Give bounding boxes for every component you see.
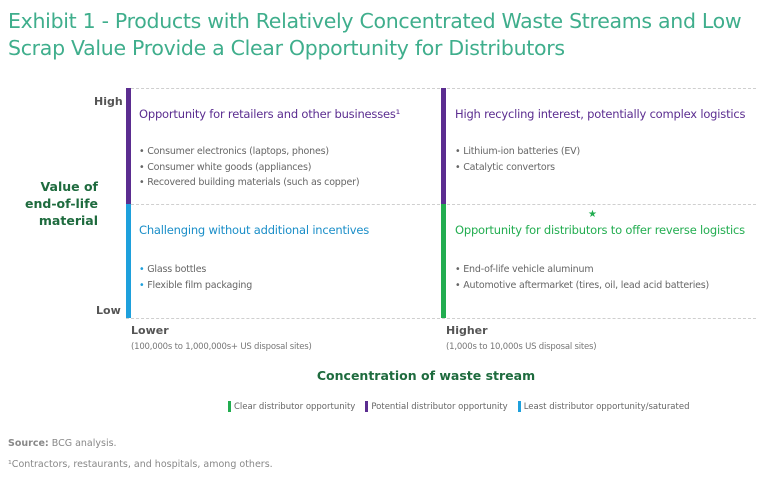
y-high-label: High bbox=[94, 95, 123, 108]
list-item: • Automotive aftermarket (tires, oil, le… bbox=[455, 279, 710, 291]
bar-bottom-left bbox=[126, 204, 131, 318]
legend-item-least: Least distributor opportunity/saturated bbox=[517, 401, 689, 412]
quadrant-list: • End-of-life vehicle aluminum • Automot… bbox=[455, 262, 709, 293]
legend-swatch bbox=[228, 401, 231, 412]
source-note: Source: BCG analysis. bbox=[8, 438, 117, 449]
legend-swatch bbox=[517, 401, 521, 412]
bar-bottom-right bbox=[441, 204, 446, 318]
x-lower-label: Lower bbox=[131, 324, 169, 337]
y-low-label: Low bbox=[96, 304, 121, 317]
list-item: • Glass bottles bbox=[139, 264, 207, 275]
bar-top-right bbox=[441, 88, 446, 204]
bar-top-left bbox=[126, 88, 131, 204]
gridline-bottom bbox=[126, 318, 756, 319]
quadrant-list: • Lithium-ion batteries (EV) • Catalytic… bbox=[455, 144, 580, 175]
legend: Clear distributor opportunity Potential … bbox=[228, 401, 689, 412]
quadrant-title: Opportunity for distributors to offer re… bbox=[455, 223, 745, 237]
y-axis-title: Value of end-of-life material bbox=[25, 179, 98, 228]
quadrant-title: High recycling interest, potentially com… bbox=[455, 107, 746, 121]
quadrant-list: • Glass bottles • Flexible film packagin… bbox=[139, 262, 252, 293]
list-item: • End-of-life vehicle aluminum bbox=[455, 264, 594, 275]
x-axis-title: Concentration of waste stream bbox=[316, 368, 536, 383]
x-lower-sub: (100,000s to 1,000,000s+ US disposal sit… bbox=[131, 342, 312, 352]
list-item: • Lithium-ion batteries (EV) bbox=[455, 146, 580, 157]
quadrant-title: Opportunity for retailers and other busi… bbox=[139, 107, 401, 121]
quadrant-list: • Consumer electronics (laptops, phones)… bbox=[139, 144, 360, 191]
legend-item-clear: Clear distributor opportunity bbox=[228, 401, 355, 412]
quadrant-title: Challenging without additional incentive… bbox=[139, 223, 370, 237]
list-item: • Consumer white goods (appliances) bbox=[139, 161, 312, 173]
list-item: • Recovered building materials (such as … bbox=[139, 177, 360, 188]
list-item: • Flexible film packaging bbox=[139, 279, 253, 291]
star-icon: ★ bbox=[588, 209, 597, 220]
exhibit-title: Exhibit 1 - Products with Relatively Con… bbox=[8, 9, 742, 60]
x-higher-sub: (1,000s to 10,000s US disposal sites) bbox=[446, 342, 597, 352]
list-item: • Catalytic convertors bbox=[455, 161, 555, 173]
legend-item-potential: Potential distributor opportunity bbox=[365, 401, 508, 412]
list-item: • Consumer electronics (laptops, phones) bbox=[139, 146, 329, 157]
x-higher-label: Higher bbox=[446, 324, 488, 337]
legend-swatch bbox=[365, 401, 369, 412]
footnote: ¹Contractors, restaurants, and hospitals… bbox=[8, 459, 273, 470]
